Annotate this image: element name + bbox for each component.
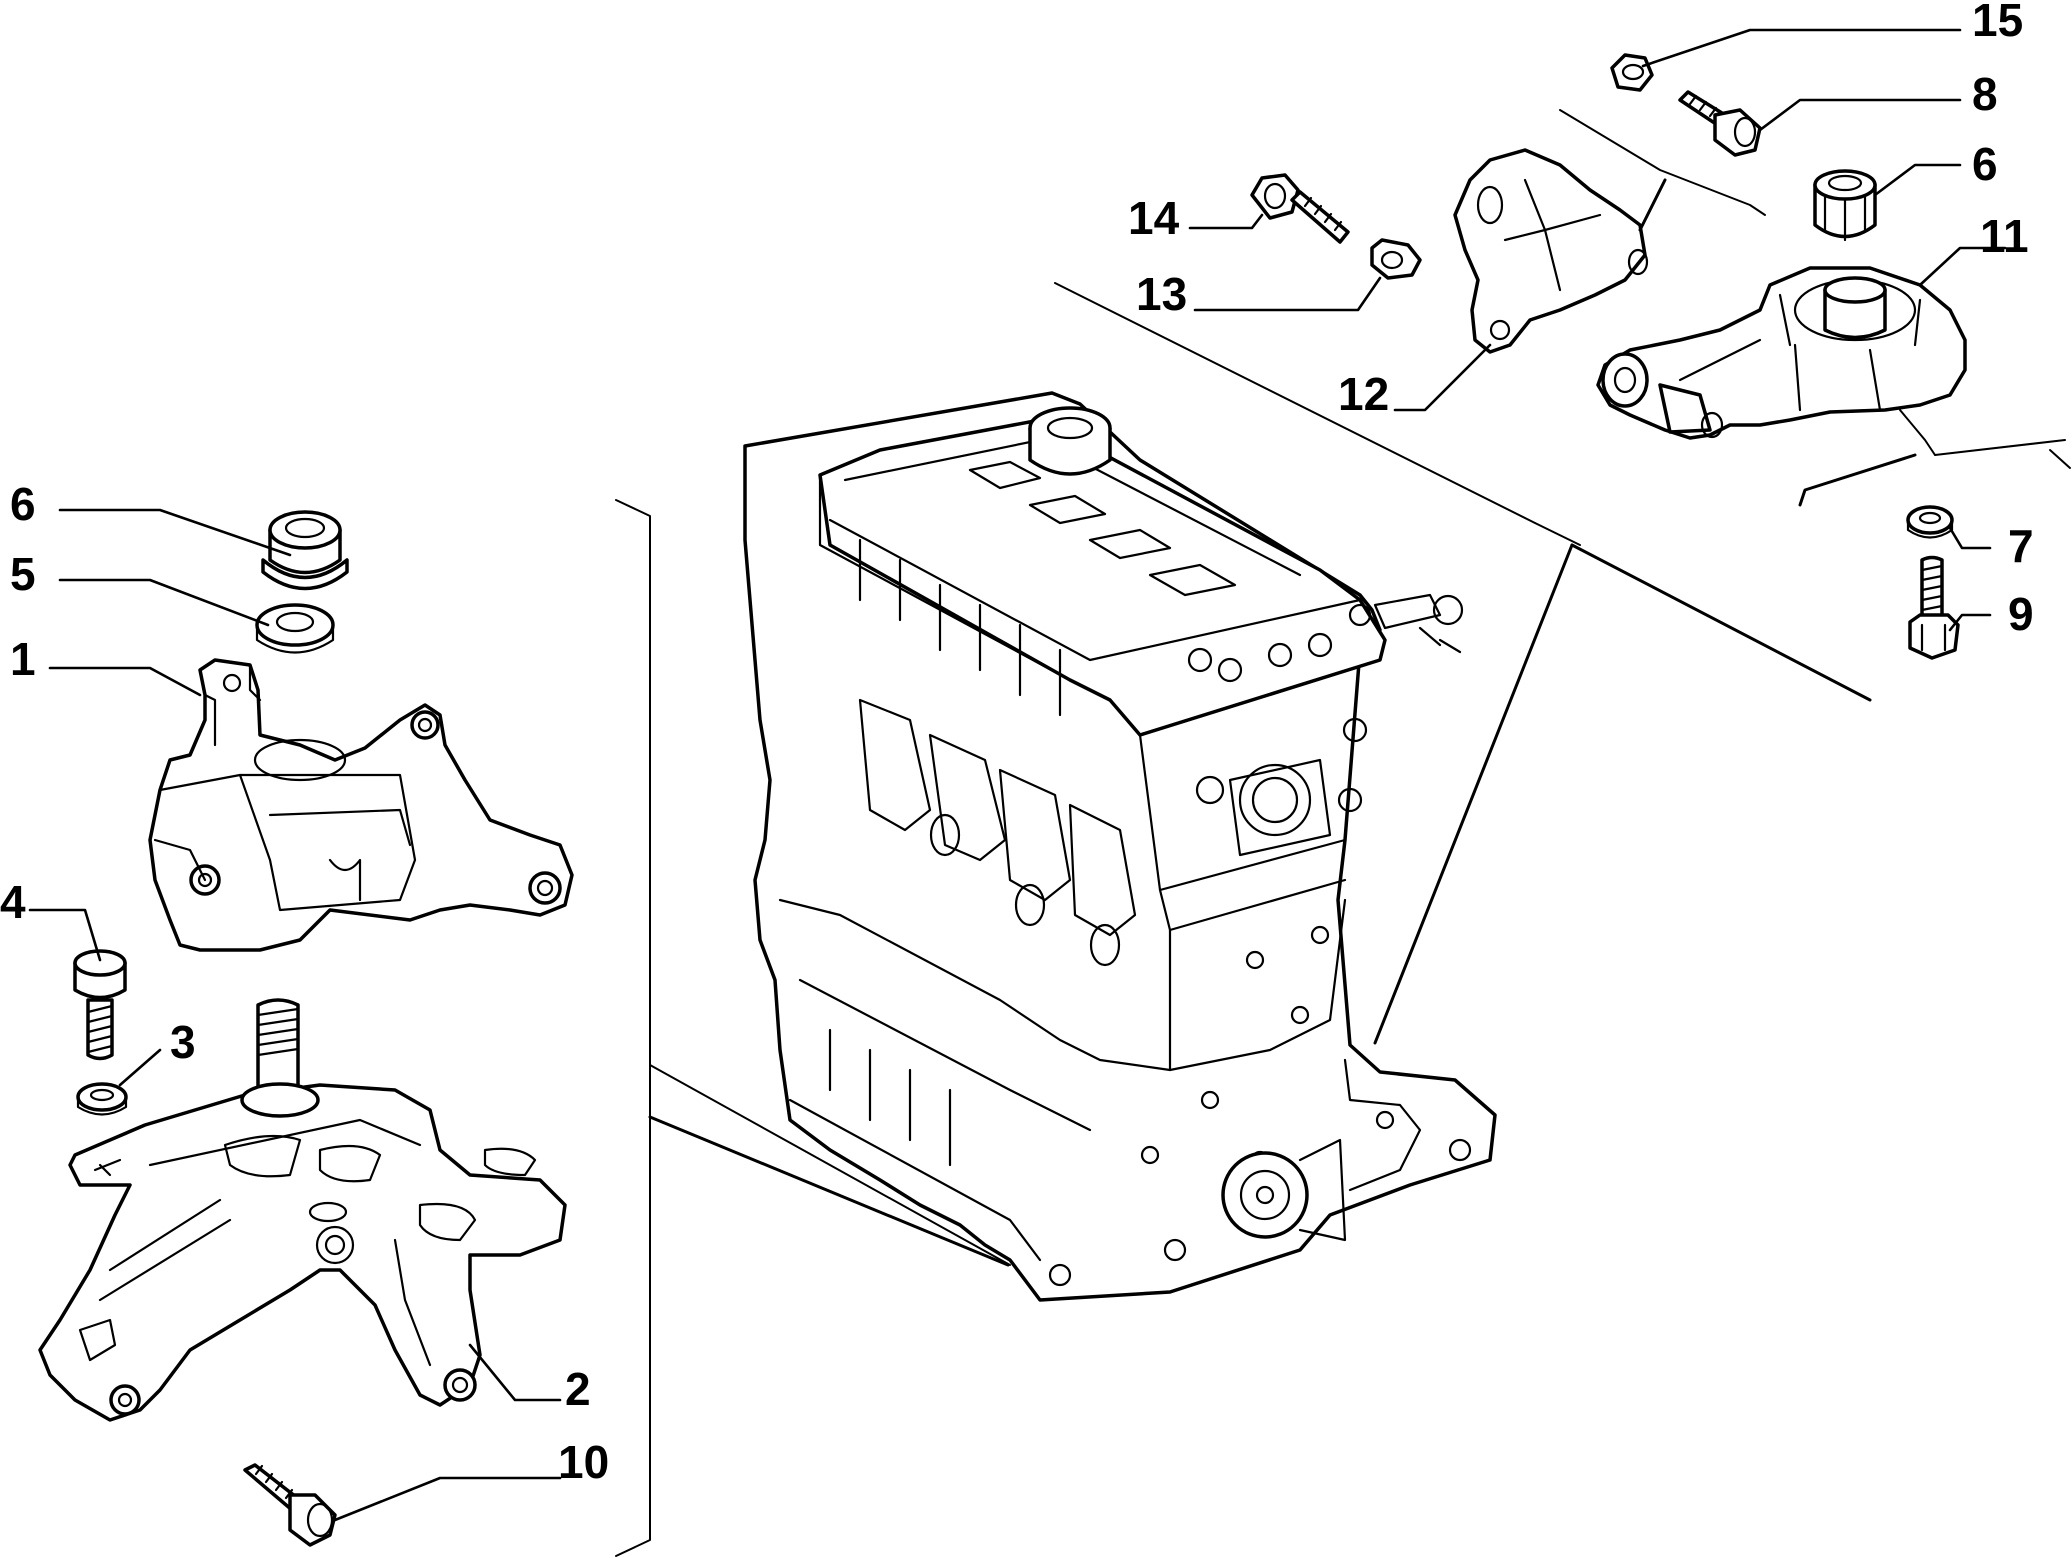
callout-leaders: [28, 28, 2007, 1522]
part-11-torque-rod-mount: [1596, 266, 1967, 440]
part-2-support-bracket: [38, 998, 567, 1422]
part-8-bolt: [1678, 90, 1762, 157]
part-15-nut: [1610, 53, 1654, 92]
part-5-washer: [255, 603, 335, 654]
exploded-view-frame-lines: [615, 282, 1872, 1557]
callout-13: 13: [1136, 268, 1187, 320]
part-6-nut-left: [261, 510, 349, 591]
callout-4: 4: [0, 876, 26, 928]
part-6-nut-top: [1813, 169, 1877, 242]
callout-8: 8: [1972, 68, 1998, 120]
callout-6-top: 6: [1972, 138, 1998, 190]
callout-15: 15: [1972, 0, 2023, 46]
callout-1: 1: [10, 633, 36, 685]
callout-7: 7: [2008, 520, 2034, 572]
callout-11: 11: [1980, 210, 2029, 262]
part-1-upper-mount: [148, 658, 574, 952]
part-12-rear-bracket: [1453, 148, 1649, 354]
part-3-washer: [76, 1082, 128, 1116]
engine-block: [743, 391, 1497, 1302]
callout-3: 3: [170, 1016, 196, 1068]
callout-14: 14: [1128, 192, 1180, 244]
callout-labels: 15 8 6 11 14 13 12 7 9 6 5 1 4 3 2 10: [0, 0, 2034, 1488]
callout-10: 10: [558, 1436, 609, 1488]
callout-9: 9: [2008, 588, 2034, 640]
assembly-connector-lines: [1559, 109, 2071, 507]
part-9-bolt: [1908, 555, 1960, 660]
callout-2: 2: [565, 1363, 591, 1415]
callout-12: 12: [1338, 368, 1389, 420]
callout-5: 5: [10, 548, 36, 600]
part-7-washer: [1906, 505, 1954, 539]
part-4-bolt: [73, 949, 127, 1061]
callout-6-left: 6: [10, 478, 36, 530]
part-10-bolt: [243, 1463, 337, 1547]
part-14-bolt: [1250, 173, 1350, 244]
part-13-washer: [1370, 238, 1422, 280]
